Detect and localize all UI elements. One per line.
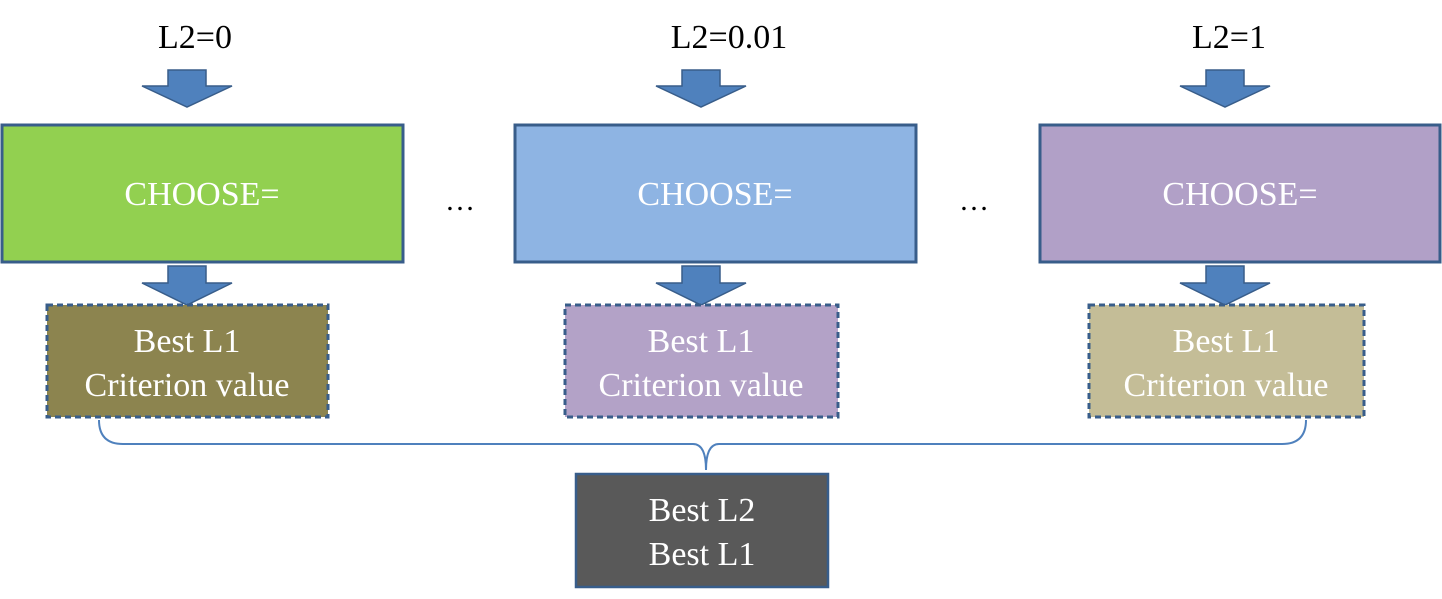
stage-2-result-box [563,303,840,419]
stage-1-choose-box [0,123,405,264]
stage-3: L2=1 CHOOSE= Best L1 Criterion value [1038,19,1442,419]
stage-2-input-label: L2=0.01 [671,19,787,56]
stage-2-input-arrow [655,69,747,108]
final-result-box [574,472,830,589]
stage-1-result-line1: Best L1 [134,323,241,360]
stage-2: L2=0.01 CHOOSE= Best L1 Criterion value [513,19,918,419]
final-result-line2: Best L1 [649,536,756,573]
stage-3-input-label: L2=1 [1192,19,1266,56]
stage-3-choose-label: CHOOSE= [1162,176,1317,213]
stage-2-result-line2: Criterion value [599,367,804,404]
stage-1-input-label: L2=0 [158,19,232,56]
stage-3-result-line1: Best L1 [1173,323,1280,360]
results-bracket [98,419,1307,471]
stage-1-result-line2: Criterion value [85,367,290,404]
final-result: Best L2 Best L1 [574,472,830,589]
ellipsis-1: … [445,184,475,217]
stage-2-choose-box [513,123,918,264]
stage-2-choose-label: CHOOSE= [637,176,792,213]
ellipsis-2: … [959,184,989,217]
stage-3-result-line2: Criterion value [1124,367,1329,404]
stage-3-input-arrow [1179,69,1271,108]
stage-1: L2=0 CHOOSE= Best L1 Criterion value [0,19,405,419]
stage-1-choose-label: CHOOSE= [124,176,279,213]
stage-3-choose-box [1038,123,1442,264]
stage-2-output-arrow [655,265,747,306]
stage-1-output-arrow [141,265,233,306]
stage-1-input-arrow [141,69,233,108]
stage-3-output-arrow [1179,265,1271,306]
stage-1-result-box [45,303,330,419]
stage-3-result-box [1087,303,1366,419]
final-result-line1: Best L2 [649,492,756,529]
stage-2-result-line1: Best L1 [648,323,755,360]
